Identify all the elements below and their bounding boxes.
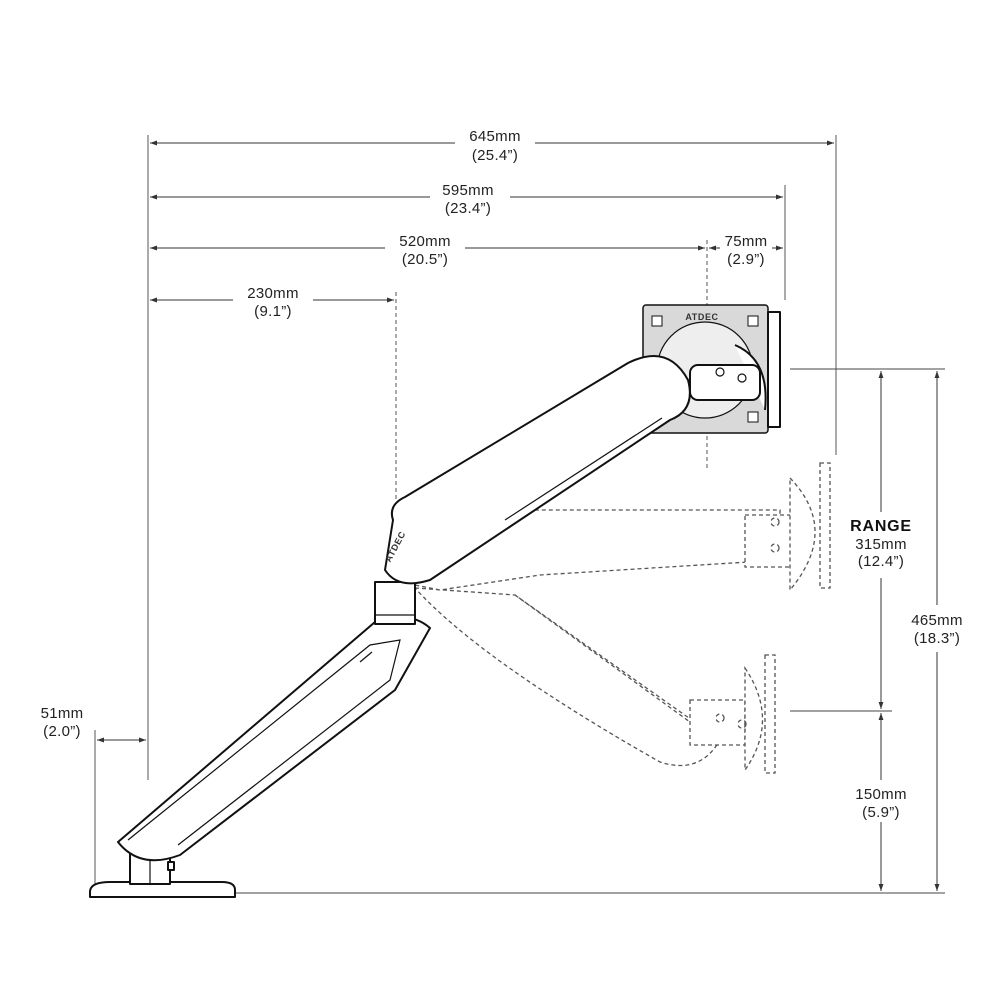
dimension-75mm: 75mm (2.9”) — [709, 233, 783, 268]
min-height-inch: (5.9”) — [862, 804, 900, 821]
overall-width-mm: 645mm — [469, 128, 521, 145]
dimension-150mm: 150mm (5.9”) — [855, 713, 907, 891]
elbow-joint — [374, 581, 416, 625]
range-title: RANGE — [850, 518, 912, 535]
arm-reach-inch: (20.5”) — [402, 251, 448, 268]
min-height-mm: 150mm — [855, 786, 907, 803]
base-offset-inch: (2.0”) — [43, 723, 81, 740]
lower-arm-mm: 230mm — [247, 285, 299, 302]
range-mm: 315mm — [855, 536, 907, 553]
arm-reach-mm: 520mm — [399, 233, 451, 250]
dimension-230mm: 230mm (9.1”) — [150, 285, 394, 320]
reach-to-vesa-mm: 595mm — [442, 182, 494, 199]
max-height-mm: 465mm — [911, 612, 963, 629]
lower-arm — [117, 616, 431, 862]
base-offset-mm: 51mm — [41, 705, 84, 722]
lowest-position-ghost — [413, 587, 776, 774]
extension-lines — [94, 135, 945, 895]
reach-to-vesa-inch: (23.4”) — [445, 200, 491, 217]
dimension-520mm: 520mm (20.5”) — [150, 233, 705, 268]
overall-width-inch: (25.4”) — [472, 147, 518, 164]
dimension-645mm: 645mm (25.4”) — [150, 128, 834, 164]
dimension-range: RANGE 315mm (12.4”) — [850, 371, 912, 709]
lower-arm-inch: (9.1”) — [254, 303, 292, 320]
head-depth-inch: (2.9”) — [727, 251, 765, 268]
head-depth-mm: 75mm — [725, 233, 768, 250]
head-brand-label: ATDEC — [685, 312, 718, 322]
max-height-inch: (18.3”) — [914, 630, 960, 647]
dimension-465mm: 465mm (18.3”) — [911, 371, 963, 891]
dimension-51mm: 51mm (2.0”) — [41, 705, 146, 743]
upper-arm: ATDEC — [383, 355, 761, 585]
range-inch: (12.4”) — [858, 553, 904, 570]
dimension-595mm: 595mm (23.4”) — [150, 182, 783, 217]
